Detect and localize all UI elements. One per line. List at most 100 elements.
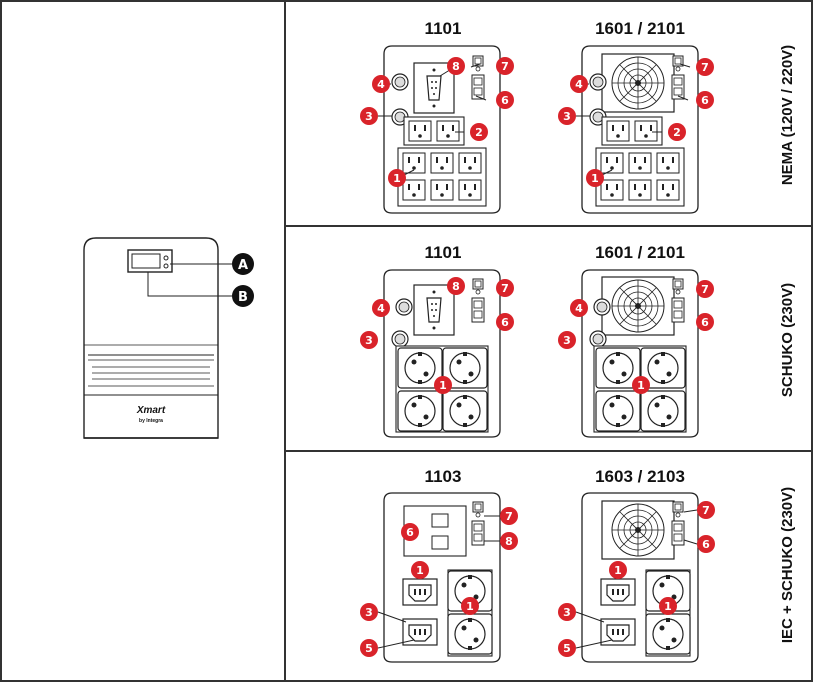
svg-text:7: 7: [501, 60, 509, 73]
svg-text:3: 3: [365, 334, 373, 347]
marker: 4: [372, 299, 390, 317]
model-title: 1601 / 2101: [595, 243, 685, 262]
brand-sub: by Integra: [139, 418, 163, 424]
marker: 6: [496, 313, 514, 331]
marker: 1: [609, 561, 627, 579]
ups-back-1603-2103: [581, 492, 699, 663]
marker: 1: [659, 597, 677, 615]
marker: 1: [632, 376, 650, 394]
callout-b: [232, 285, 254, 307]
ups-back-1101: [383, 45, 501, 214]
ups-back-1103: [383, 492, 501, 663]
marker: 1: [434, 376, 452, 394]
brand-logo: Xmart: [136, 405, 166, 416]
marker: 7: [496, 57, 514, 75]
svg-text:8: 8: [505, 535, 513, 548]
marker: 6: [496, 91, 514, 109]
svg-text:1: 1: [664, 600, 672, 613]
front-view: A B Xmart by Integra: [83, 237, 254, 439]
marker: 5: [360, 639, 378, 657]
svg-text:1: 1: [614, 564, 622, 577]
svg-text:4: 4: [377, 78, 385, 91]
side-label: NEMA (120V / 220V): [779, 45, 796, 185]
svg-text:1: 1: [416, 564, 424, 577]
marker: 2: [470, 123, 488, 141]
side-label: IEC + SCHUKO (230V): [779, 487, 796, 643]
model-title: 1103: [425, 467, 462, 486]
svg-text:7: 7: [501, 282, 509, 295]
side-label: SCHUKO (230V): [779, 283, 796, 397]
svg-text:5: 5: [563, 642, 571, 655]
marker: 3: [558, 603, 576, 621]
marker: 4: [372, 75, 390, 93]
markers: 8 7 4 6 3 2 1 7 4 6 3 2 1 8 7 4 6 3 1 7 …: [360, 57, 715, 657]
power-button-icon: [163, 255, 169, 261]
svg-text:2: 2: [673, 126, 681, 139]
svg-text:6: 6: [501, 94, 509, 107]
marker: 1: [586, 169, 604, 187]
svg-text:3: 3: [563, 334, 571, 347]
model-title: 1601 / 2101: [595, 19, 685, 38]
svg-text:8: 8: [452, 60, 460, 73]
marker: 1: [461, 597, 479, 615]
svg-text:5: 5: [365, 642, 373, 655]
marker: 8: [447, 57, 465, 75]
leader-lines-row3: [377, 509, 698, 649]
svg-text:3: 3: [365, 606, 373, 619]
callout-b-label: B: [238, 290, 248, 305]
svg-text:6: 6: [702, 538, 710, 551]
marker: 6: [697, 535, 715, 553]
svg-text:6: 6: [701, 316, 709, 329]
svg-text:6: 6: [406, 526, 414, 539]
svg-text:6: 6: [701, 94, 709, 107]
svg-text:1: 1: [439, 379, 447, 392]
model-title: 1101: [425, 243, 462, 262]
marker: 3: [558, 331, 576, 349]
callout-a: [232, 253, 254, 275]
ups-back-1601-2101: [581, 45, 699, 214]
svg-text:1: 1: [393, 172, 401, 185]
marker: 7: [696, 58, 714, 76]
svg-text:4: 4: [377, 302, 385, 315]
svg-text:6: 6: [501, 316, 509, 329]
svg-text:8: 8: [452, 280, 460, 293]
svg-text:4: 4: [575, 302, 583, 315]
svg-text:2: 2: [475, 126, 483, 139]
svg-text:4: 4: [575, 78, 583, 91]
marker: 5: [558, 639, 576, 657]
marker: 3: [360, 107, 378, 125]
marker: 8: [500, 532, 518, 550]
marker: 3: [360, 331, 378, 349]
ups-back-1601-2101-schuko: [581, 269, 699, 438]
marker: 8: [447, 277, 465, 295]
callout-a-label: A: [238, 258, 248, 273]
marker: 2: [668, 123, 686, 141]
svg-text:7: 7: [505, 510, 513, 523]
marker: 6: [696, 91, 714, 109]
svg-text:7: 7: [701, 283, 709, 296]
svg-text:1: 1: [466, 600, 474, 613]
marker: 7: [496, 279, 514, 297]
marker: 4: [570, 299, 588, 317]
svg-text:3: 3: [563, 606, 571, 619]
svg-text:7: 7: [702, 504, 710, 517]
svg-text:1: 1: [591, 172, 599, 185]
ups-back-1101-schuko: [383, 269, 501, 438]
marker: 7: [696, 280, 714, 298]
svg-text:1: 1: [637, 379, 645, 392]
marker: 6: [696, 313, 714, 331]
row-nema: 1101 1601 / 2101 NEMA (120V / 220V): [383, 19, 796, 214]
svg-text:3: 3: [365, 110, 373, 123]
marker: 3: [558, 107, 576, 125]
svg-text:3: 3: [563, 110, 571, 123]
marker: 6: [401, 523, 419, 541]
svg-text:7: 7: [701, 61, 709, 74]
marker: 4: [570, 75, 588, 93]
marker: 1: [411, 561, 429, 579]
model-title: 1101: [425, 19, 462, 38]
marker: 3: [360, 603, 378, 621]
marker: 1: [388, 169, 406, 187]
model-title: 1603 / 2103: [595, 467, 685, 486]
marker: 7: [500, 507, 518, 525]
